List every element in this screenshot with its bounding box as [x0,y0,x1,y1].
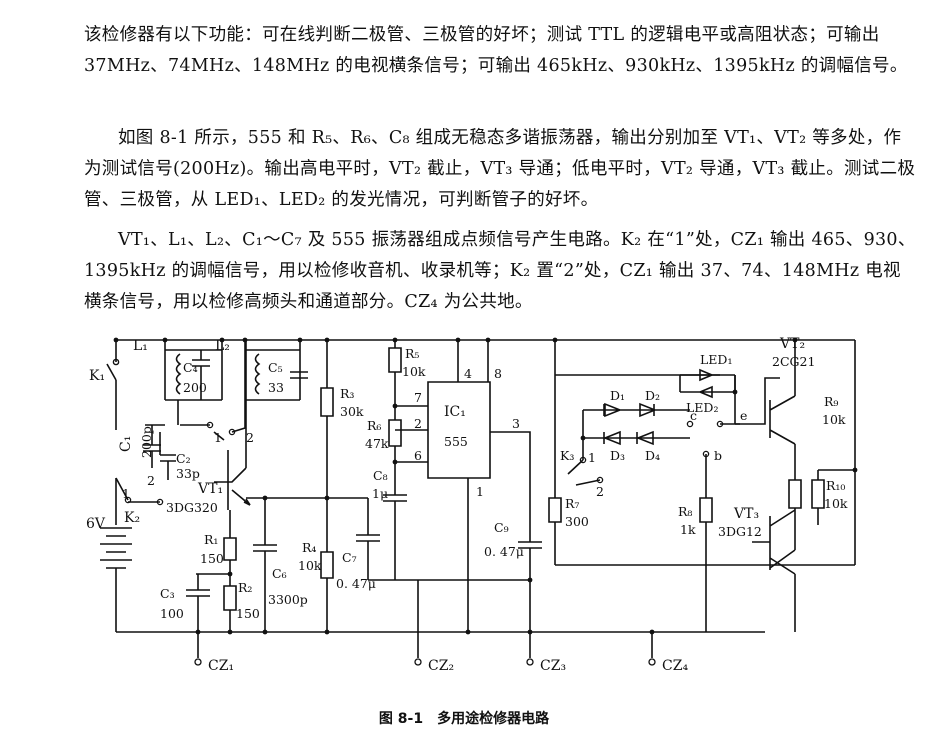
label-l2: L₂ [215,338,230,354]
label-d4: D₄ [645,448,660,463]
label-c1-value: 200p [139,426,154,458]
label-l1: L₁ [133,338,148,354]
label-k2: K₂ [124,510,140,526]
label-cz3: CZ₃ [540,658,566,674]
label-c7: C₇ [342,550,357,565]
label-r7: R₇ [565,496,579,511]
label-pin-8: 8 [494,366,502,381]
label-led2: LED₂ [686,400,718,415]
label-pin-4: 4 [464,366,472,381]
label-c4: C₄ [183,360,198,375]
label-pin-1: 1 [476,484,484,499]
label-k2-pos2: 2 [147,473,155,488]
paragraph-functions: 该检修器有以下功能：可在线判断二极管、三极管的好坏；测试 TTL 的逻辑电平或高… [84,25,908,76]
label-r8-value: 1k [680,522,696,537]
label-pin-3: 3 [512,416,520,431]
label-cz1: CZ₁ [208,658,234,674]
label-c2-value: 33p [176,466,200,481]
label-k2-pos1: 1 [122,486,130,501]
label-pin-7: 7 [414,390,422,405]
label-r2: R₂ [238,580,252,595]
label-vt3-type: 3DG12 [718,524,762,539]
label-d2: D₂ [645,388,660,403]
label-c8-value: 1μ [372,486,388,501]
label-r7-value: 300 [565,514,589,529]
label-terminal-e: e [740,408,747,423]
label-c8: C₈ [373,468,388,483]
label-r10: R₁₀ [826,478,845,493]
label-r1-value: 150 [200,551,224,566]
label-r5-value: 10k [402,364,426,379]
label-vt3: VT₃ [733,506,759,522]
label-cz4: CZ₄ [662,658,688,674]
label-vt2-type: 2CG21 [772,354,815,369]
label-r10-value: 10k [824,496,848,511]
label-r9-value: 10k [822,412,846,427]
label-vt1: VT₁ [197,481,223,497]
label-switch-1: 1 [214,430,222,445]
label-c5-value: 33 [268,380,284,395]
label-r3: R₃ [340,386,354,401]
label-r4-value: 10k [298,558,322,573]
label-ic1-type: 555 [444,434,468,449]
label-r8: R₈ [678,504,692,519]
label-c3-value: 100 [160,606,184,621]
label-c5: C₅ [268,360,283,375]
label-r6-value: 47k [365,436,389,451]
label-ic1: IC₁ [444,404,466,420]
paragraph-signal-generator: VT₁、L₁、L₂、C₁～C₇ 及 555 振荡器组成点频信号产生电路。K₂ 在… [84,230,916,312]
label-c6: C₆ [272,566,287,581]
label-c2: C₂ [176,451,191,466]
label-c9: C₉ [494,520,509,535]
label-switch-2: 2 [246,430,254,445]
label-k3: K₃ [560,448,574,463]
label-cz2: CZ₂ [428,658,454,674]
label-pin-6: 6 [414,448,422,463]
label-c7-value: 0. 47μ [336,576,376,591]
label-k3-pos2: 2 [596,484,604,499]
label-r9: R₉ [824,394,838,409]
label-terminal-c: c [690,408,697,423]
label-battery: 6V [86,516,106,532]
label-d3: D₃ [610,448,625,463]
label-c3: C₃ [160,586,175,601]
circuit-diagram: K₁ L₁ L₂ C₄ 200 C₅ 33 C₁ 200p C₂ 33p 1 2… [86,336,858,674]
label-r3-value: 30k [340,404,364,419]
label-led1: LED₁ [700,352,732,367]
label-c4-value: 200 [183,380,207,395]
label-r4: R₄ [302,540,316,555]
label-d1: D₁ [610,388,625,403]
label-pin-2: 2 [414,416,422,431]
label-vt1-type: 3DG320 [166,500,218,515]
label-c1: C₁ [118,436,134,452]
figure-caption: 图 8-1 多用途检修器电路 [378,711,550,727]
label-r2-value: 150 [236,606,260,621]
label-r6: R₆ [367,418,381,433]
label-vt2: VT₂ [779,336,805,352]
label-c9-value: 0. 47μ [484,544,524,559]
label-k3-pos1: 1 [588,450,596,465]
label-k1: K₁ [89,368,105,384]
label-c6-value: 3300p [268,592,308,607]
label-r1: R₁ [204,532,218,547]
label-terminal-b: b [714,448,722,463]
label-r5: R₅ [405,346,419,361]
paragraph-oscillator: 如图 8-1 所示，555 和 R₅、R₆、C₈ 组成无稳态多谐振荡器，输出分别… [84,128,916,210]
